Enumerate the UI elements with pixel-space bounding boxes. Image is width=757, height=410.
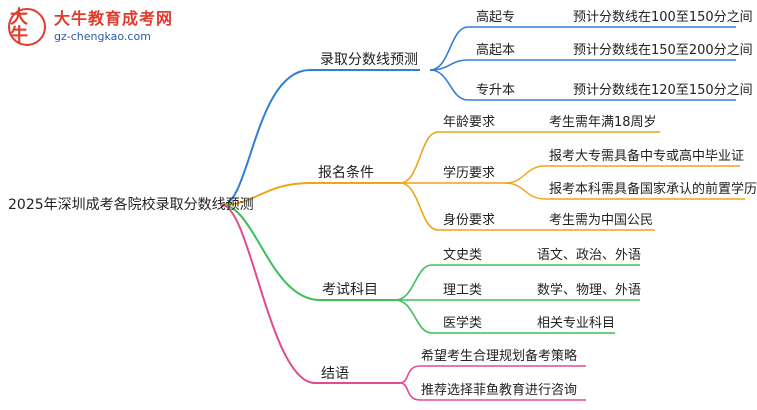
b1-item-3-value: 预计分数线在120至150分之间: [573, 83, 753, 98]
edge-b1-c3: [429, 69, 522, 101]
b2-item-2-value-1: 报考大专需具备中专或高中毕业证: [549, 149, 745, 164]
b3-item-3-label: 医学类: [443, 316, 483, 331]
b3-item-1-label: 文史类: [443, 248, 483, 263]
brand-name: 大牛教育成考网: [54, 9, 174, 28]
b2-item-2-value-2: 报考本科需具备国家承认的前置学历: [549, 182, 757, 197]
b3-item-2-label: 理工类: [443, 283, 483, 298]
b4-item-1-value: 希望考生合理规划备考策略: [421, 349, 578, 364]
edge-root-b2: [221, 182, 400, 206]
edge-b2-c2-leaf2: [504, 182, 745, 200]
branch-requirements: 报名条件: [318, 165, 374, 181]
branch-exam-subjects: 考试科目: [322, 282, 378, 298]
b1-item-2-label: 高起本: [476, 43, 516, 58]
b1-item-2-value: 预计分数线在150至200分之间: [573, 43, 753, 58]
branch-score-prediction: 录取分数线预测: [320, 52, 418, 68]
edge-b1-c1: [429, 26, 522, 71]
b2-item-1-value: 考生需年满18周岁: [549, 115, 657, 130]
b1-item-1-label: 高起专: [476, 10, 516, 25]
edge-b4-c1: [399, 365, 586, 384]
b2-item-1-label: 年龄要求: [443, 115, 496, 130]
b2-item-2-label: 学历要求: [443, 166, 496, 181]
b1-item-3-label: 专升本: [476, 83, 516, 98]
root-node: 2025年深圳成考各院校录取分数线预测: [8, 197, 254, 213]
brand-logo: 大牛 大牛教育成考网 gz-chengkao.com: [8, 8, 208, 48]
edge-b4-c2: [399, 382, 586, 401]
edge-b3-c3: [394, 299, 505, 334]
edge-root-b1: [221, 69, 420, 206]
b3-item-1-value: 语文、政治、外语: [537, 248, 642, 263]
b2-item-3-label: 身份要求: [443, 213, 496, 228]
b3-item-3-value: 相关专业科目: [537, 316, 616, 331]
edge-root-b3: [221, 204, 395, 301]
b2-item-3-value: 考生需为中国公民: [549, 213, 654, 228]
edge-b2-c3: [399, 182, 505, 231]
edge-b2-c2-leaf1: [504, 165, 740, 184]
b3-item-2-value: 数学、物理、外语: [537, 283, 642, 298]
brand-mark-icon: 大牛: [8, 8, 46, 46]
brand-mark-text: 大牛: [10, 7, 28, 46]
edge-b2-c1: [399, 131, 505, 184]
b1-item-1-value: 预计分数线在100至150分之间: [573, 10, 753, 25]
edge-root-b4: [221, 204, 400, 384]
edge-b1-c2: [429, 59, 522, 71]
edge-b3-c1: [394, 264, 505, 301]
brand-url: gz-chengkao.com: [54, 30, 151, 43]
branch-conclusion: 结语: [321, 366, 349, 382]
b4-item-2-value: 推荐选择菲鱼教育进行咨询: [421, 383, 578, 398]
